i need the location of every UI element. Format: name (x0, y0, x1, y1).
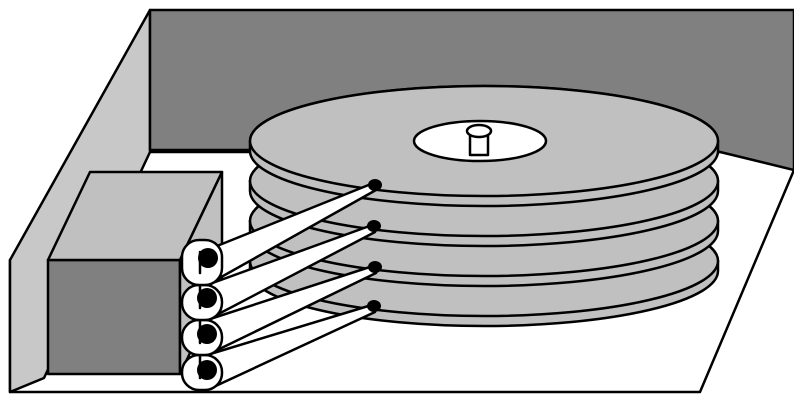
read-write-head (368, 179, 382, 191)
read-write-head (368, 261, 382, 273)
read-write-head (367, 300, 381, 312)
spindle-hub (414, 121, 546, 161)
actuator-front-face (48, 260, 180, 374)
read-write-head (367, 220, 381, 232)
